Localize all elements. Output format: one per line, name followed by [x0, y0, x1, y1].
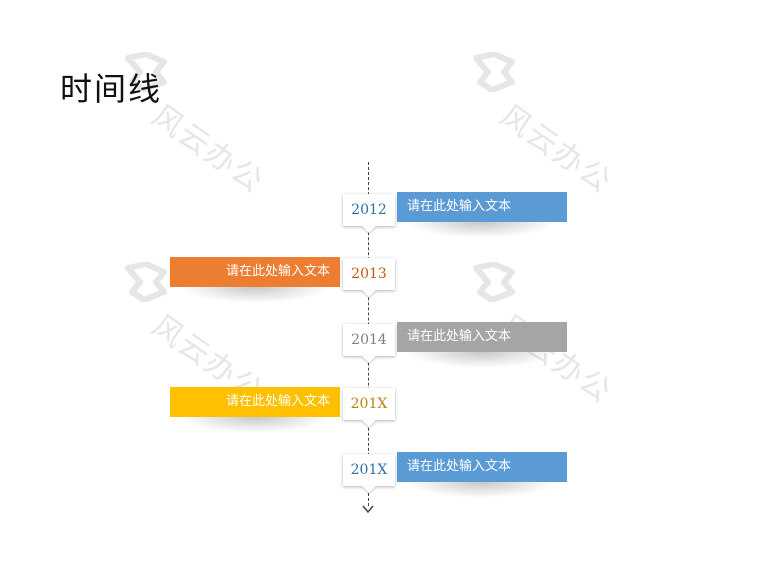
timeline-arrow-icon — [362, 505, 374, 514]
timeline-bar-3: 请在此处输入文本 — [397, 322, 567, 352]
year-label-2: 2013 — [343, 258, 395, 290]
bar-shadow — [180, 417, 330, 433]
watermark-text: 风云办公 — [493, 98, 619, 201]
timeline-bar-2: 请在此处输入文本 — [170, 257, 340, 287]
bar-shadow — [406, 482, 556, 498]
watermark-text: 风云办公 — [493, 308, 619, 411]
watermark: 风云办公 — [472, 52, 672, 201]
bar-shadow — [180, 287, 330, 303]
year-label-1: 2012 — [343, 194, 395, 226]
timeline-bar-1: 请在此处输入文本 — [397, 192, 567, 222]
page-title: 时间线 — [60, 70, 163, 108]
timeline-bar-5: 请在此处输入文本 — [397, 452, 567, 482]
bar-shadow — [406, 352, 556, 368]
watermark-logo-icon — [473, 52, 515, 92]
year-label-3: 2014 — [343, 324, 395, 356]
year-label-4: 201X — [343, 388, 395, 420]
watermark-logo-icon — [125, 262, 167, 302]
bar-shadow — [406, 222, 556, 238]
year-label-5: 201X — [343, 454, 395, 486]
watermark-logo-icon — [473, 262, 515, 302]
timeline-bar-4: 请在此处输入文本 — [170, 387, 340, 417]
watermark-text: 风云办公 — [145, 98, 271, 201]
